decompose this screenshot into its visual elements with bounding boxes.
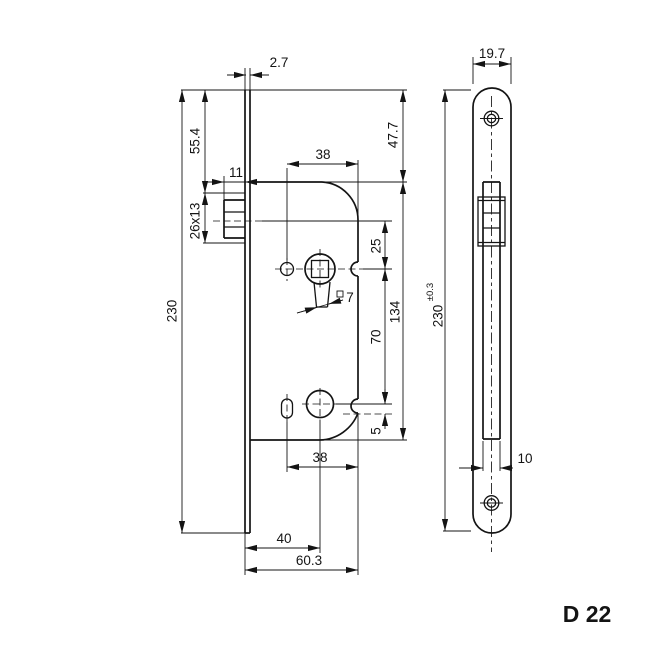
dim-label-tolerance: ±0.3: [425, 283, 436, 301]
dim-faceplate-width: 19.7: [473, 46, 511, 68]
dim-label-230: 230: [165, 300, 180, 323]
dim-label-25: 25: [369, 238, 384, 253]
dim-label-60-3: 60.3: [296, 553, 322, 568]
faceplate-edge-view: [244, 68, 251, 534]
dim-label-47-7: 47.7: [386, 122, 401, 148]
dim-label-10: 10: [517, 451, 532, 466]
dim-label-26x13: 26x13: [188, 203, 203, 240]
dim-cylinder-to-notch: 5: [369, 389, 389, 435]
dim-latch-protrusion: 11: [207, 165, 262, 186]
dim-label-38-bottom: 38: [312, 450, 327, 465]
faceplate-front-view: [472, 87, 512, 534]
front-view: 230 55.4 26x13 2.7 11 38 47.7: [165, 55, 407, 575]
dim-label-11: 11: [229, 165, 243, 180]
model-designation: D 22: [563, 601, 612, 627]
dim-label-2-7: 2.7: [270, 55, 289, 70]
dim-label-55-4: 55.4: [188, 127, 203, 154]
dim-spindle-square: 7: [296, 290, 354, 314]
dim-top-to-cutout: 55.4: [188, 90, 209, 193]
centerlines: [213, 220, 392, 423]
dim-latch-to-follower: 25: [369, 221, 389, 269]
dim-label-5: 5: [369, 427, 384, 435]
side-view: 19.7 230 ±0.3 10: [425, 46, 533, 552]
dim-label-70: 70: [369, 329, 384, 344]
dim-label-38-top: 38: [315, 147, 330, 162]
dim-faceplate-thickness: 2.7: [227, 55, 289, 79]
dim-case-depth: 60.3: [245, 553, 358, 574]
dim-slot-to-back-bottom: 38: [287, 450, 358, 471]
dim-follower-to-cylinder: 70: [369, 269, 389, 404]
dim-faceplate-height-side: 230 ±0.3: [425, 90, 449, 531]
dim-case-height: 134: [388, 182, 407, 440]
dim-label-40: 40: [276, 531, 291, 546]
dim-hole-to-back-top: 38: [287, 147, 358, 168]
lower-edge-notch: [350, 398, 359, 414]
dim-label-19-7: 19.7: [479, 46, 505, 61]
square-section-symbol: [336, 290, 344, 298]
latch-bolt: [223, 199, 245, 239]
dim-label-square-7: 7: [346, 290, 354, 305]
dim-backset: 40: [245, 531, 320, 552]
dim-top-to-case: 47.7: [386, 90, 407, 182]
dim-label-134: 134: [388, 300, 403, 323]
dim-faceplate-height: 230: [165, 90, 186, 533]
dim-slot-width: 10: [459, 451, 533, 472]
follower-tail: [313, 281, 331, 308]
dim-label-230-side: 230: [431, 305, 446, 328]
dim-latch-cutout: 26x13: [188, 193, 209, 243]
